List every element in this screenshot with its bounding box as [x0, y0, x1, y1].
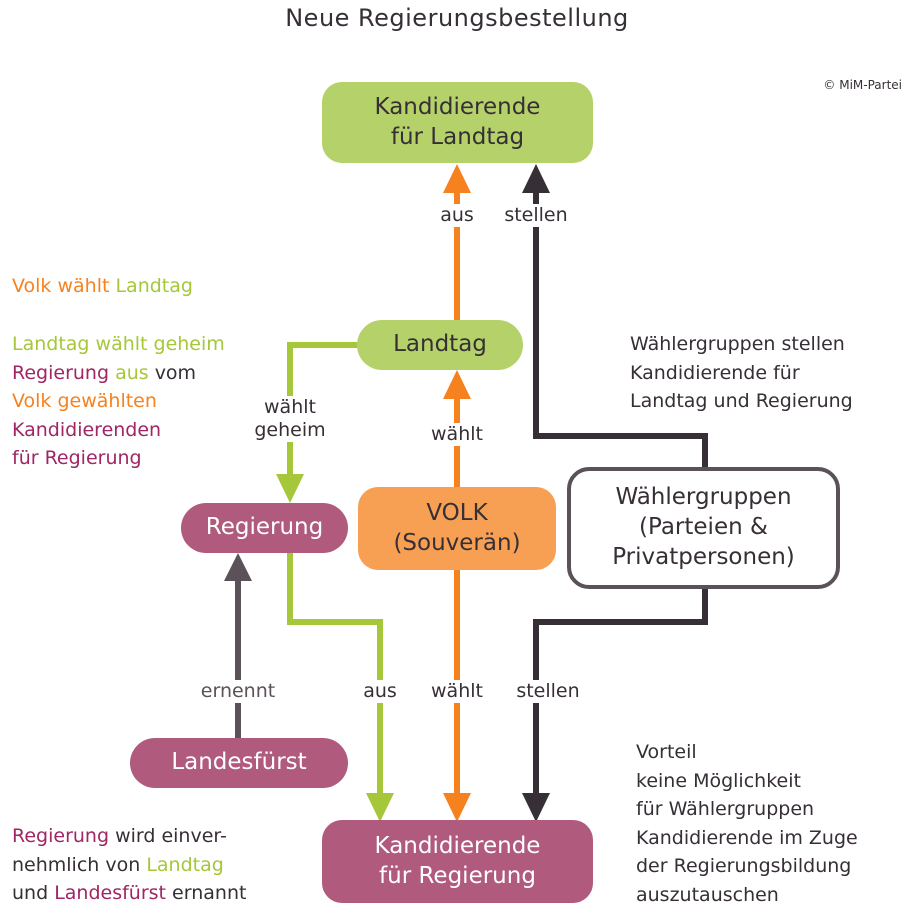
note-vorteil: Vorteil keine Möglichkeit für Wählergrup… [636, 738, 858, 909]
node-regierung: Regierung [181, 503, 348, 553]
node-kandidierende-landtag: Kandidierende für Landtag [322, 82, 593, 163]
node-kandidierende-regierung-line-1: Kandidierende [374, 832, 541, 859]
note-text-segment: Kandidierenden [12, 418, 162, 441]
note-line: Vorteil [636, 741, 697, 763]
edge-label-waehlt-geheim-line-2: geheim [254, 418, 326, 441]
note-line: auszutauschen [636, 883, 779, 906]
node-waehlergruppen-line-1: Wählergruppen [615, 484, 792, 511]
note-line: Kandidierende für [630, 361, 800, 384]
note-line: Landtag und Regierung [630, 390, 853, 412]
note-text-segment: Regierung [12, 361, 116, 384]
note-text-segment: Volk gewählten [12, 390, 157, 412]
copyright-notice: © MiM-Partei [823, 78, 902, 92]
diagram-title: Neue Regierungsbestellung [285, 4, 629, 32]
note-line: der Regierungsbildung [636, 855, 852, 877]
arrowhead-up-orange-top [443, 164, 471, 193]
node-volk-line-1: VOLK [426, 499, 488, 526]
node-waehlergruppen-line-2: (Parteien & [639, 514, 768, 541]
note-landtag-waehlt-regierung: Landtag wählt geheim Regierung aus vom V… [12, 330, 225, 473]
note-line: keine Möglichkeit [636, 769, 801, 792]
note-text-segment: Landesfürst [54, 882, 173, 904]
arrowhead-down-dark-bottom [522, 793, 550, 822]
edge-label-waehlt-geheim-line-1: wählt [264, 396, 316, 418]
edge-label-ernennt: ernennt [184, 680, 292, 703]
note-text-segment: aus [115, 361, 155, 384]
node-waehlergruppen-line-3: Privatpersonen) [612, 543, 795, 570]
edge-label-waehlt-bottom: wählt [418, 680, 496, 703]
edge-waehlergruppen-to-kandidierende-regierung [533, 588, 708, 796]
note-line: Wählergruppen stellen [630, 333, 845, 355]
node-kandidierende-regierung-line-2: für Regierung [379, 862, 536, 889]
arrowhead-down-orange-bottom [443, 793, 471, 822]
note-volk-waehlt-part-2: Landtag [115, 275, 193, 297]
arrowhead-down-green-mid [276, 474, 304, 503]
note-text-segment: für Regierung [12, 447, 142, 469]
edge-label-stellen-bottom: stellen [502, 680, 594, 703]
node-landtag-label: Landtag [393, 331, 487, 358]
note-text-segment: Landtag wählt geheim [12, 333, 225, 355]
node-regierung-label: Regierung [205, 514, 324, 541]
note-text-segment: nehmlich von [12, 853, 147, 876]
note-line: für Wählergruppen [636, 798, 815, 820]
note-line: Regierung wird einver- [12, 822, 246, 851]
node-landesfuerst-label: Landesfürst [171, 749, 307, 776]
note-volk-waehlt-landtag: Volk wählt Landtag [12, 272, 193, 301]
edge-label-waehlt-geheim: wählt geheim [244, 396, 336, 442]
node-kandidierende-landtag-line-1: Kandidierende [374, 93, 541, 120]
note-line: nehmlich von Landtag [12, 851, 246, 880]
note-line: und Landesfürst ernannt [12, 879, 246, 908]
edge-label-waehlt-mid: wählt [418, 423, 496, 446]
edge-label-aus-bottom: aus [356, 680, 404, 703]
node-landtag: Landtag [357, 320, 523, 370]
arrowhead-up-orange-mid [443, 370, 471, 399]
edge-label-stellen-top: stellen [490, 204, 582, 227]
note-text-segment: und [12, 882, 55, 904]
node-volk-line-2: (Souverän) [393, 529, 521, 556]
node-landesfuerst: Landesfürst [130, 738, 348, 788]
note-line: für Regierung [12, 444, 225, 473]
note-line: Regierung aus vom [12, 359, 225, 388]
note-regierung-ernannt: Regierung wird einver- nehmlich von Land… [12, 822, 246, 908]
node-waehlergruppen: Wählergruppen (Parteien & Privatpersonen… [567, 467, 840, 589]
note-volk-waehlt-part-1: Volk wählt [12, 275, 116, 297]
node-volk: VOLK (Souverän) [358, 487, 556, 570]
note-line: Volk gewählten [12, 387, 225, 416]
note-text-segment: vom [154, 361, 197, 384]
note-text-segment: Landtag [146, 853, 224, 876]
note-text-segment: Regierung [12, 825, 116, 847]
arrowhead-up-gray [224, 553, 252, 581]
note-line: Landtag wählt geheim [12, 330, 225, 359]
note-line: Kandidierende im Zuge [636, 826, 858, 849]
note-line: Kandidierenden [12, 416, 225, 445]
note-waehlergruppen-stellen: Wählergruppen stellen Kandidierende für … [630, 330, 853, 416]
edge-label-aus-top: aus [434, 204, 480, 227]
arrowhead-down-green-bottom [366, 793, 394, 822]
node-kandidierende-regierung: Kandidierende für Regierung [322, 820, 593, 903]
note-text-segment: ernannt [172, 882, 247, 904]
node-kandidierende-landtag-line-2: für Landtag [390, 123, 525, 150]
arrowhead-up-dark-top [522, 164, 550, 193]
edge-regierung-to-kandidierende-regierung [287, 552, 383, 796]
edge-waehlergruppen-to-kandidierende-landtag [533, 190, 708, 468]
note-text-segment: wird einver- [115, 825, 227, 847]
